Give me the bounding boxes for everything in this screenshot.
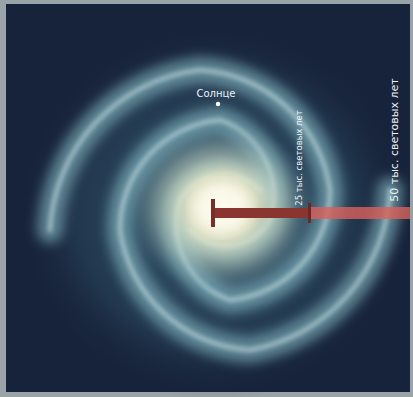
- scale-end-label-holder: 50 тыс. световых лет: [388, 78, 401, 201]
- scale-bar: [211, 199, 410, 227]
- galactic-core: [127, 123, 317, 293]
- scale-end-label: 50 тыс. световых лет: [388, 78, 401, 201]
- scale-mark-label: 25 тыс. световых лет: [294, 110, 304, 205]
- sun-label: Солнце: [197, 88, 236, 99]
- sun-label-holder: Солнце: [197, 88, 236, 99]
- galactic-disc: [15, 22, 413, 397]
- scale-mark-label-holder: 25 тыс. световых лет: [294, 110, 304, 205]
- sun-dot: [216, 102, 220, 106]
